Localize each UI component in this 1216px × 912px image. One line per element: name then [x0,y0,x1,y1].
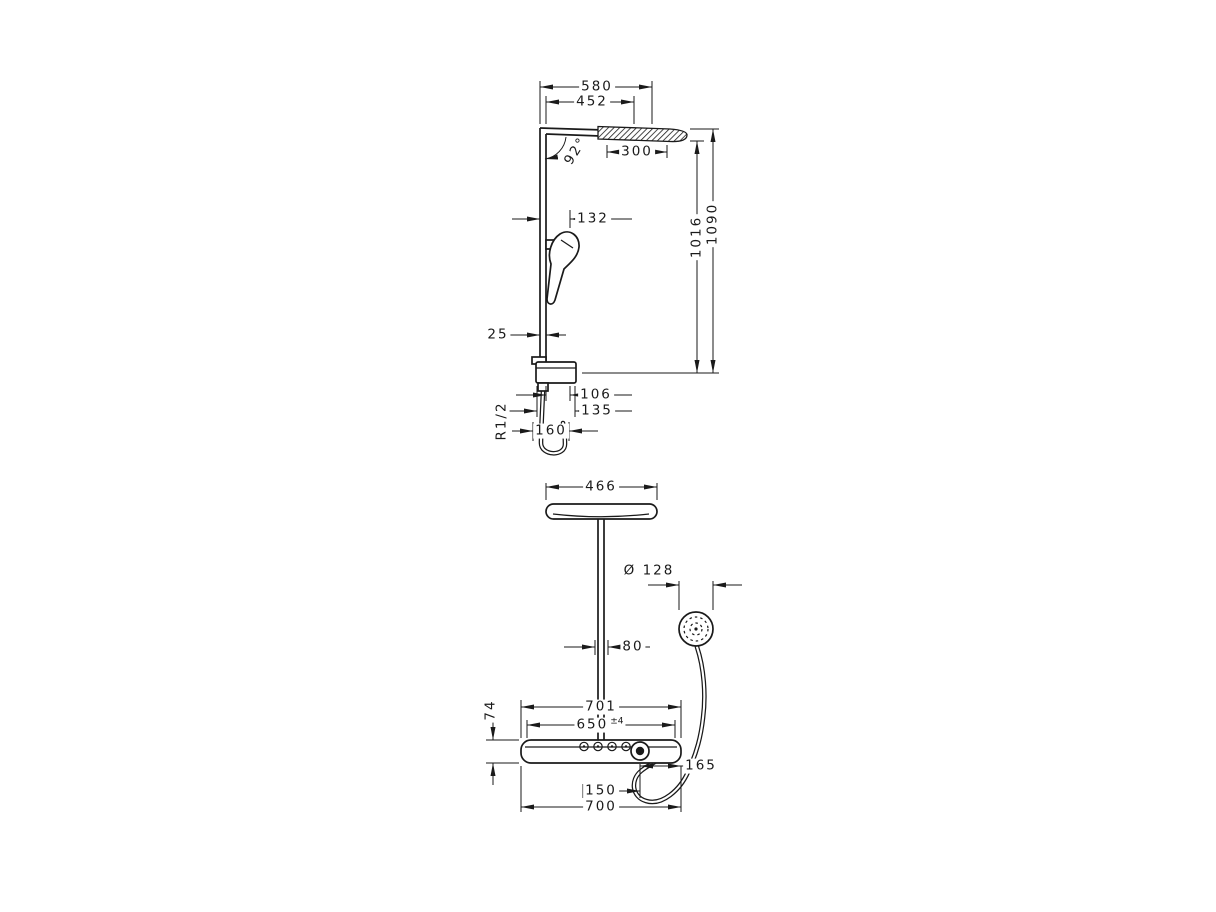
dim-label-r12: R1/2 [493,399,510,443]
valve-knob [630,741,650,761]
dim-label-650-tolerance: ±4 [610,716,624,727]
dim-132 [512,210,632,228]
shower-hose-front [631,644,707,805]
dim-label-650: 650±4 [574,716,626,733]
dim-label-135: 135 [579,402,615,419]
dim-label-700: 700 [583,798,619,815]
dim-label-1016: 1016 [688,213,705,261]
angle-arc [544,136,567,160]
hose-nut [537,382,549,392]
dim-label-160: 160 [533,422,569,439]
dim-label-1090: 1090 [704,200,721,248]
dim-label-466: 466 [583,478,619,495]
dim-label-dia128: Ø 128 [621,562,677,579]
hand-shower-side [545,231,580,305]
overhead-shower-side [597,125,688,143]
dim-label-701: 701 [583,698,619,715]
dim-label-580: 580 [579,78,615,95]
valve-buttons [579,741,631,752]
dim-label-80: 80 [620,638,646,655]
overhead-shower-front [545,503,658,520]
dim-label-650-value: 650 [576,716,609,733]
dim-label-132: 132 [575,210,611,227]
dim-label-452: 452 [574,93,610,110]
dim-128 [648,581,742,610]
dim-74 [486,722,519,785]
valve-front [520,739,682,764]
dim-label-165: 165 [683,757,719,774]
dim-label-150: 150 [583,782,619,799]
dim-1090 [690,128,719,373]
dim-label-300: 300 [619,143,655,160]
valve-side [531,356,577,392]
dim-106 [516,386,632,401]
dim-160 [512,422,598,441]
dim-label-74: 74 [482,697,499,723]
front-view-drawing [486,483,742,812]
dim-label-106: 106 [578,386,614,403]
dim-label-25: 25 [485,326,511,343]
hand-shower-front [678,611,714,647]
